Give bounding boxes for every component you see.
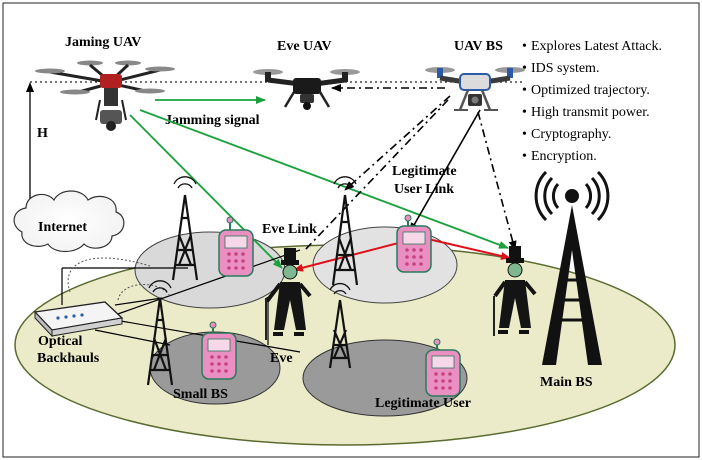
jamming-uav-label: Jaming UAV bbox=[65, 35, 141, 50]
countermeasure-item: Encryption. bbox=[531, 149, 597, 164]
svg-text:•: • bbox=[522, 127, 527, 142]
eve-label: Eve bbox=[270, 351, 293, 366]
eve-figure-icon bbox=[264, 248, 312, 340]
phone-icon bbox=[425, 338, 461, 397]
internet-label: Internet bbox=[38, 220, 87, 235]
internet-cloud-icon bbox=[13, 190, 125, 253]
countermeasure-item: IDS system. bbox=[531, 61, 599, 76]
small-bs-label: Small BS bbox=[173, 387, 228, 402]
legitimate-link-label-1: Legitimate bbox=[392, 164, 457, 179]
eve-uav-icon bbox=[253, 69, 360, 110]
svg-text:•: • bbox=[522, 105, 527, 120]
countermeasure-item: Optimized trajectory. bbox=[531, 83, 650, 98]
optical-label-1: Optical bbox=[38, 334, 82, 349]
small-bs-tower-icon bbox=[331, 176, 359, 286]
countermeasure-list: • Explores Latest Attack. • IDS system. • O… bbox=[522, 39, 662, 164]
countermeasure-item: Explores Latest Attack. bbox=[531, 39, 662, 54]
svg-text:•: • bbox=[522, 83, 527, 98]
svg-text:•: • bbox=[522, 149, 527, 164]
small-bs-tower-icon bbox=[328, 282, 352, 369]
phone-icon bbox=[396, 214, 432, 273]
countermeasure-item: High transmit power. bbox=[531, 105, 650, 120]
optical-router-icon bbox=[33, 301, 124, 338]
svg-text:•: • bbox=[522, 61, 527, 76]
phone-icon bbox=[201, 321, 237, 380]
legitimate-link-label-2: User Link bbox=[394, 182, 454, 197]
optical-label-2: Backhauls bbox=[37, 351, 100, 366]
svg-text:•: • bbox=[522, 39, 527, 54]
small-bs-tower-icon bbox=[171, 176, 199, 281]
jamming-beam-user-area bbox=[139, 109, 509, 249]
main-bs-label: Main BS bbox=[540, 375, 593, 390]
eve-link-label: Eve Link bbox=[262, 222, 317, 237]
uav-bs-label: UAV BS bbox=[454, 39, 503, 54]
backhaul-dotted-curve bbox=[67, 257, 151, 293]
height-label: H bbox=[37, 126, 48, 141]
main-bs-tower-icon bbox=[534, 170, 610, 365]
uavbs-to-smallbs-link bbox=[344, 95, 451, 191]
phone-icon bbox=[218, 216, 254, 277]
eve-figure-icon bbox=[493, 246, 537, 336]
legitimate-user-link-arrow bbox=[409, 109, 481, 233]
small-bs-tower-icon bbox=[146, 280, 174, 386]
legitimate-user-label: Legitimate User bbox=[375, 396, 471, 411]
jamming-uav-icon bbox=[35, 60, 175, 131]
cell-top-left bbox=[134, 231, 286, 309]
uavbs-to-backhaul-link bbox=[304, 99, 449, 251]
countermeasure-item: Cryptography. bbox=[531, 127, 611, 142]
jamming-signal-label: Jamming signal bbox=[165, 113, 260, 128]
jamming-beam-eve-area bbox=[129, 114, 283, 269]
eve-uav-label: Eve UAV bbox=[277, 39, 332, 54]
uavbs-to-user-link bbox=[477, 111, 517, 251]
uav-bs-icon bbox=[425, 67, 525, 111]
